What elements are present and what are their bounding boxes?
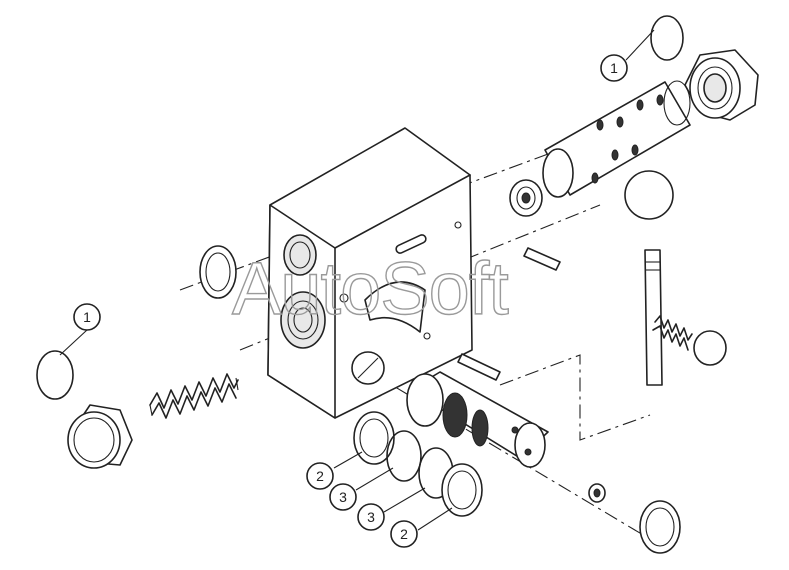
- callout-label: 2: [400, 526, 408, 542]
- screw-with-knob: [652, 315, 727, 366]
- o-ring-3a: [386, 430, 422, 482]
- perforated-sleeve: [542, 80, 691, 198]
- callout-label: 3: [367, 509, 375, 525]
- callout-label: 1: [83, 309, 91, 325]
- callout-label: 3: [339, 489, 347, 505]
- retaining-ring-left: [199, 245, 237, 299]
- callout-leaders: [59, 29, 655, 531]
- callout-2-right: 2: [390, 520, 418, 548]
- callout-label: 2: [316, 468, 324, 484]
- dowel-pin-upper: [523, 247, 561, 271]
- backup-ring-right: [441, 463, 483, 517]
- callout-1-top-right: 1: [600, 54, 628, 82]
- valve-body-block: [267, 127, 473, 419]
- knob-rod: [644, 249, 663, 386]
- callout-3-upper: 3: [329, 483, 357, 511]
- ball-knob: [624, 170, 674, 220]
- small-nut: [509, 179, 543, 217]
- callout-3-lower: 3: [357, 503, 385, 531]
- o-ring-top-right: [650, 15, 684, 61]
- set-screw: [588, 483, 606, 503]
- o-ring-left: [36, 350, 74, 400]
- callout-2-left: 2: [306, 462, 334, 490]
- spool-cartridge: [406, 371, 549, 468]
- backup-ring-left: [353, 411, 395, 465]
- watermark-text: AutoSoft: [232, 247, 509, 330]
- callout-label: 1: [610, 60, 618, 76]
- plug-left: [67, 404, 133, 469]
- retaining-ring-bottom-right: [639, 500, 681, 554]
- compression-spring: [149, 373, 239, 419]
- callout-1-left: 1: [73, 303, 101, 331]
- hex-nut-top-right: [684, 49, 759, 121]
- dowel-pin-lower: [457, 353, 501, 381]
